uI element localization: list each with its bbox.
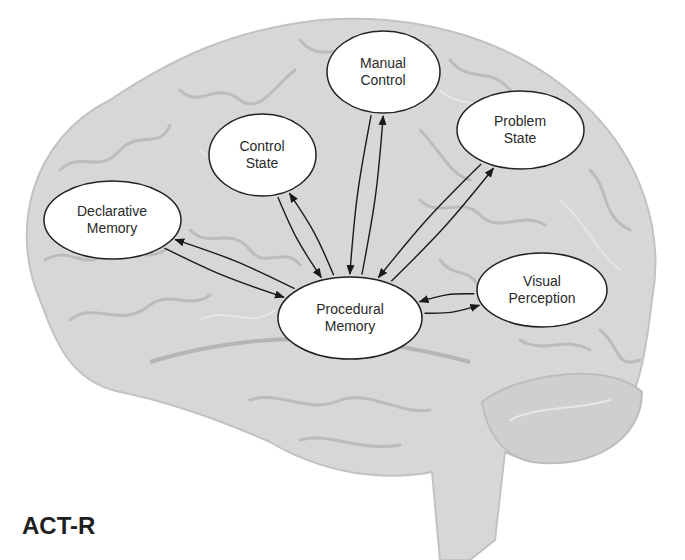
arrow-connector bbox=[425, 305, 480, 313]
gyri-highlight bbox=[75, 90, 620, 420]
node-text-group: Manual Control bbox=[347, 55, 419, 89]
arrow-connector bbox=[379, 164, 482, 278]
module-ellipse: Problem State bbox=[456, 90, 585, 170]
arrow-connector bbox=[165, 248, 284, 297]
module-ellipse: Declarative Memory bbox=[43, 180, 182, 260]
cerebellum bbox=[482, 374, 642, 463]
module-label: Problem State bbox=[479, 113, 561, 147]
arrow-connector bbox=[362, 116, 383, 275]
arrow-connector bbox=[391, 168, 493, 281]
ellipse-shape bbox=[327, 31, 440, 113]
module-label: Procedural Memory bbox=[303, 301, 397, 335]
node-text-group: Visual Perception bbox=[500, 273, 584, 307]
diagram-title: ACT-R bbox=[22, 512, 95, 540]
module-label: Manual Control bbox=[347, 55, 419, 89]
ellipse-shape bbox=[278, 277, 422, 359]
ellipse-shape bbox=[209, 114, 316, 196]
module-label: Visual Perception bbox=[500, 273, 584, 307]
node-text-group: Procedural Memory bbox=[303, 301, 397, 335]
node-text-group: Problem State bbox=[479, 113, 561, 147]
ellipse-shape bbox=[457, 91, 584, 169]
node-text-group: Declarative Memory bbox=[68, 203, 157, 237]
arrow-connector bbox=[350, 115, 371, 274]
arrow-connector bbox=[175, 240, 294, 289]
module-label: Control State bbox=[228, 138, 296, 172]
module-label: Declarative Memory bbox=[68, 203, 157, 237]
module-ellipse: Procedural Memory bbox=[277, 276, 423, 360]
ellipse-shape bbox=[44, 181, 181, 259]
node-text-group: Control State bbox=[228, 138, 296, 172]
module-ellipse: Control State bbox=[208, 113, 317, 197]
ellipse-shape bbox=[477, 253, 607, 327]
module-ellipse: Visual Perception bbox=[476, 252, 608, 328]
arrow-connector bbox=[278, 197, 321, 277]
module-ellipse: Manual Control bbox=[326, 30, 441, 114]
brain-outline bbox=[27, 19, 656, 560]
arrow-connector bbox=[420, 294, 475, 302]
